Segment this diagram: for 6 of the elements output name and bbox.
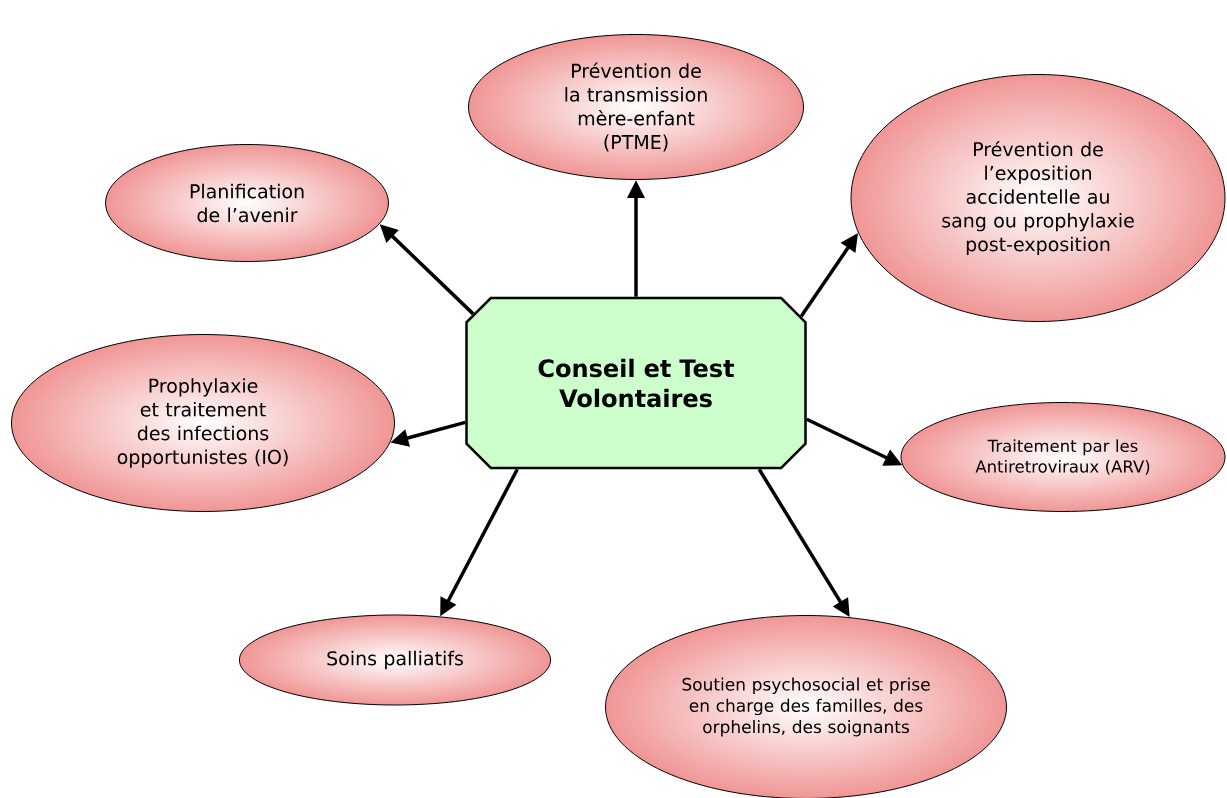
ellipse-box: Prévention de l’exposition accidentelle au sang ou prophylaxie post-exposition bbox=[850, 74, 1226, 322]
ellipse-box: Prévention de la transmission mère-enfant (PTME) bbox=[468, 34, 804, 180]
ellipse-box: Traitement par les Antiretroviraux (ARV) bbox=[900, 402, 1226, 512]
ellipse-box: Prophylaxie et traitement des infections opportunistes (IO) bbox=[11, 334, 395, 512]
ellipse-box: Planification de l’avenir bbox=[105, 144, 389, 262]
ellipse-box: Soins palliatifs bbox=[238, 614, 552, 706]
